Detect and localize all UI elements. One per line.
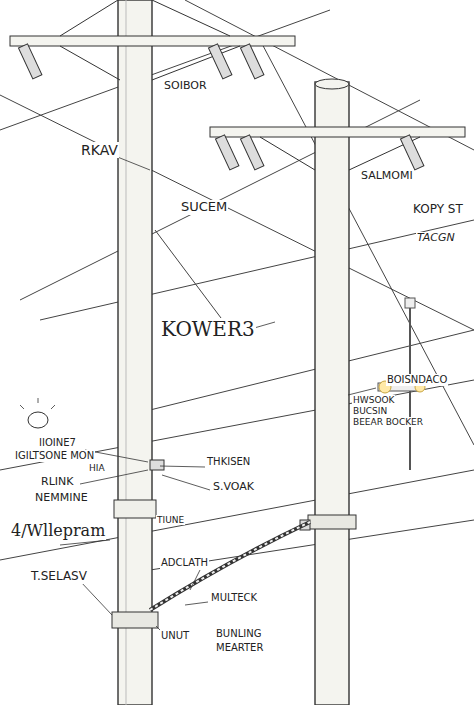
part-label: KOWER3 bbox=[160, 318, 256, 341]
part-label: RKAV bbox=[80, 142, 119, 158]
part-label: BEEAR BOCKER bbox=[352, 417, 424, 427]
part-label: SOIBOR bbox=[163, 80, 208, 93]
part-label: THKISEN bbox=[206, 456, 251, 468]
part-label: TIUNE bbox=[156, 515, 185, 525]
part-label: RLINK bbox=[40, 476, 74, 489]
part-label: 4/Wllepram bbox=[10, 522, 106, 540]
part-label: ADCLATH bbox=[160, 557, 209, 569]
part-label: T.SELASV bbox=[30, 570, 88, 584]
part-label: IGILTSONE MON bbox=[14, 450, 95, 462]
part-label: MEARTER bbox=[215, 642, 264, 654]
part-label: HIA bbox=[88, 463, 106, 473]
part-label: S.VOAK bbox=[212, 481, 255, 494]
part-label: SALMOMI bbox=[360, 170, 414, 183]
part-label: KOPY ST bbox=[412, 203, 464, 217]
part-label: IIOINE7 bbox=[38, 437, 77, 449]
part-label: BUNLING bbox=[215, 628, 262, 640]
part-label: SUCEM bbox=[180, 200, 228, 215]
part-label: BOISNDACO bbox=[386, 374, 448, 386]
part-label: MULTECK bbox=[210, 592, 258, 604]
part-label: HWSOOK bbox=[352, 395, 395, 405]
part-label: NEMMINE bbox=[34, 492, 89, 505]
part-label: UNUT bbox=[160, 630, 190, 642]
part-label: BUCSIN bbox=[352, 406, 388, 416]
part-label: TACGN bbox=[416, 232, 456, 245]
